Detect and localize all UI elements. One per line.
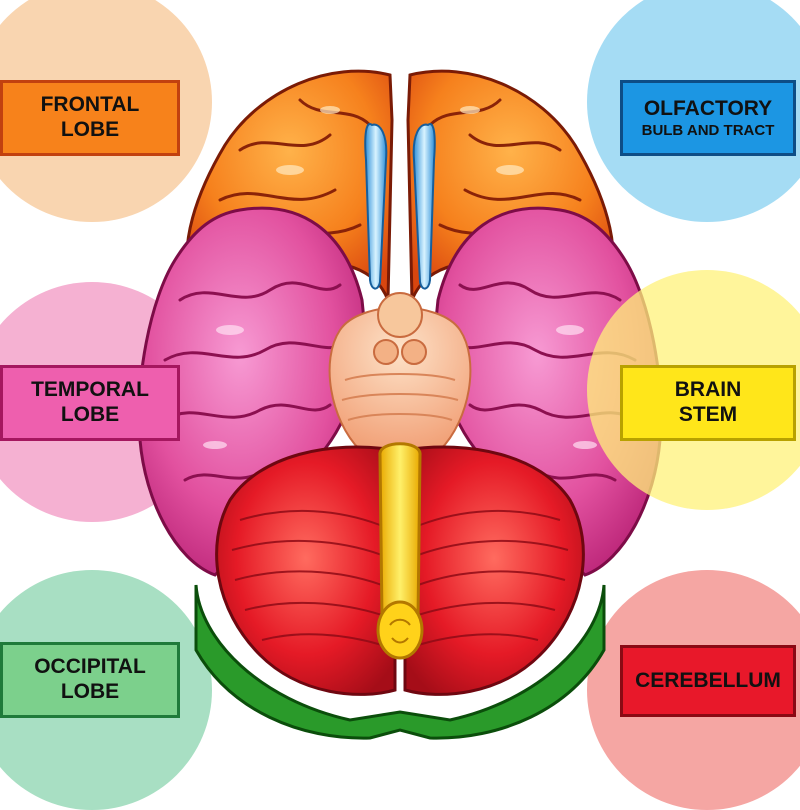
olfactory-label: OLFACTORY BULB AND TRACT xyxy=(620,80,796,156)
temporal-lobe-label: TEMPORAL LOBE xyxy=(0,365,180,441)
frontal-lobe-label-line1: FRONTAL xyxy=(40,93,140,117)
occipital-lobe-label: OCCIPITAL LOBE xyxy=(0,642,180,718)
frontal-lobe-label-line2: LOBE xyxy=(60,118,120,141)
brain-stem-label-line1: BRAIN xyxy=(674,378,742,402)
brain-stem-label-line2: STEM xyxy=(678,403,738,426)
olfactory-tract-right xyxy=(412,123,436,290)
brain-stem-label: BRAIN STEM xyxy=(620,365,796,441)
olfactory-label-line1: OLFACTORY xyxy=(643,96,773,120)
olfactory-tract-left xyxy=(364,123,388,290)
frontal-lobe-label: FRONTAL LOBE xyxy=(0,80,180,156)
cerebellum-label-line1: CEREBELLUM xyxy=(635,668,781,692)
olfactory-label-line2: BULB AND TRACT xyxy=(641,121,775,139)
temporal-lobe-label-line2: LOBE xyxy=(60,403,120,426)
occipital-lobe-label-line1: OCCIPITAL xyxy=(34,655,146,679)
temporal-lobe-label-line1: TEMPORAL xyxy=(31,378,149,402)
occipital-lobe-shape xyxy=(194,584,606,740)
cerebellum-label: CEREBELLUM xyxy=(620,645,796,717)
occipital-lobe-label-line2: LOBE xyxy=(60,680,120,703)
